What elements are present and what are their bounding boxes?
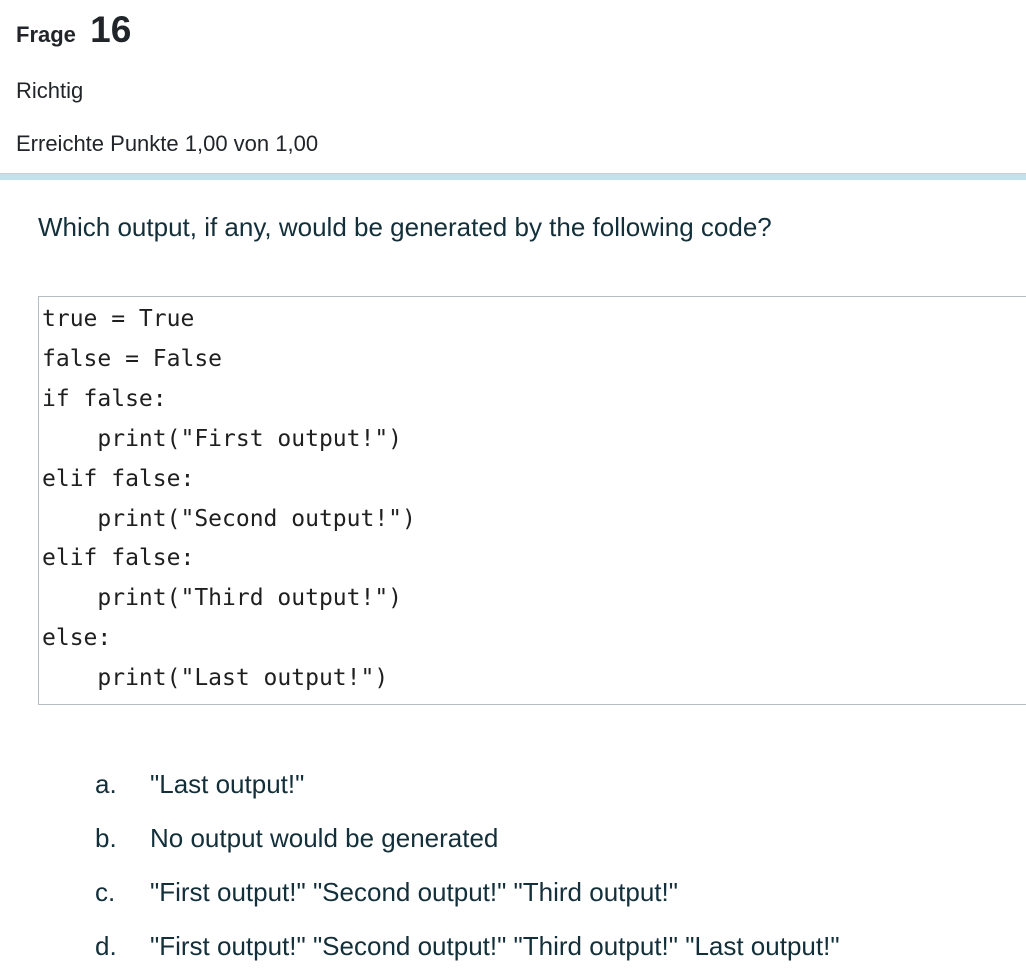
answer-option-b: b. No output would be generated: [38, 823, 1026, 853]
question-number-value: 16: [90, 9, 132, 50]
question-grade: Erreichte Punkte 1,00 von 1,00: [16, 131, 319, 156]
question-content: Which output, if any, would be generated…: [0, 211, 1026, 961]
section-divider: [0, 173, 1026, 180]
answer-option-a: a. "Last output!": [38, 769, 1026, 799]
question-text: Which output, if any, would be generated…: [38, 212, 772, 242]
answer-option-c-text: "First output!" "Second output!" "Third …: [150, 877, 678, 908]
answer-option-b-letter: b.: [95, 823, 117, 854]
answer-option-b-text: No output would be generated: [150, 823, 499, 854]
code-block: true = True false = False if false: prin…: [38, 296, 1026, 706]
answer-options-list: a. "Last output!" b. No output would be …: [38, 769, 1026, 961]
question-info-panel: Frage 16 Richtig Erreichte Punkte 1,00 v…: [0, 0, 1026, 173]
answer-option-d-letter: d.: [95, 931, 117, 962]
question-number: Frage 16: [16, 9, 1010, 54]
answer-option-a-text: "Last output!": [150, 769, 305, 800]
question-number-label: Frage: [16, 22, 76, 47]
answer-option-d-text: "First output!" "Second output!" "Third …: [150, 931, 840, 962]
answer-option-d: d. "First output!" "Second output!" "Thi…: [38, 931, 1026, 961]
answer-option-a-letter: a.: [95, 769, 117, 800]
answer-option-c-letter: c.: [95, 877, 116, 908]
question-state: Richtig: [16, 78, 84, 103]
answer-option-c: c. "First output!" "Second output!" "Thi…: [38, 877, 1026, 907]
